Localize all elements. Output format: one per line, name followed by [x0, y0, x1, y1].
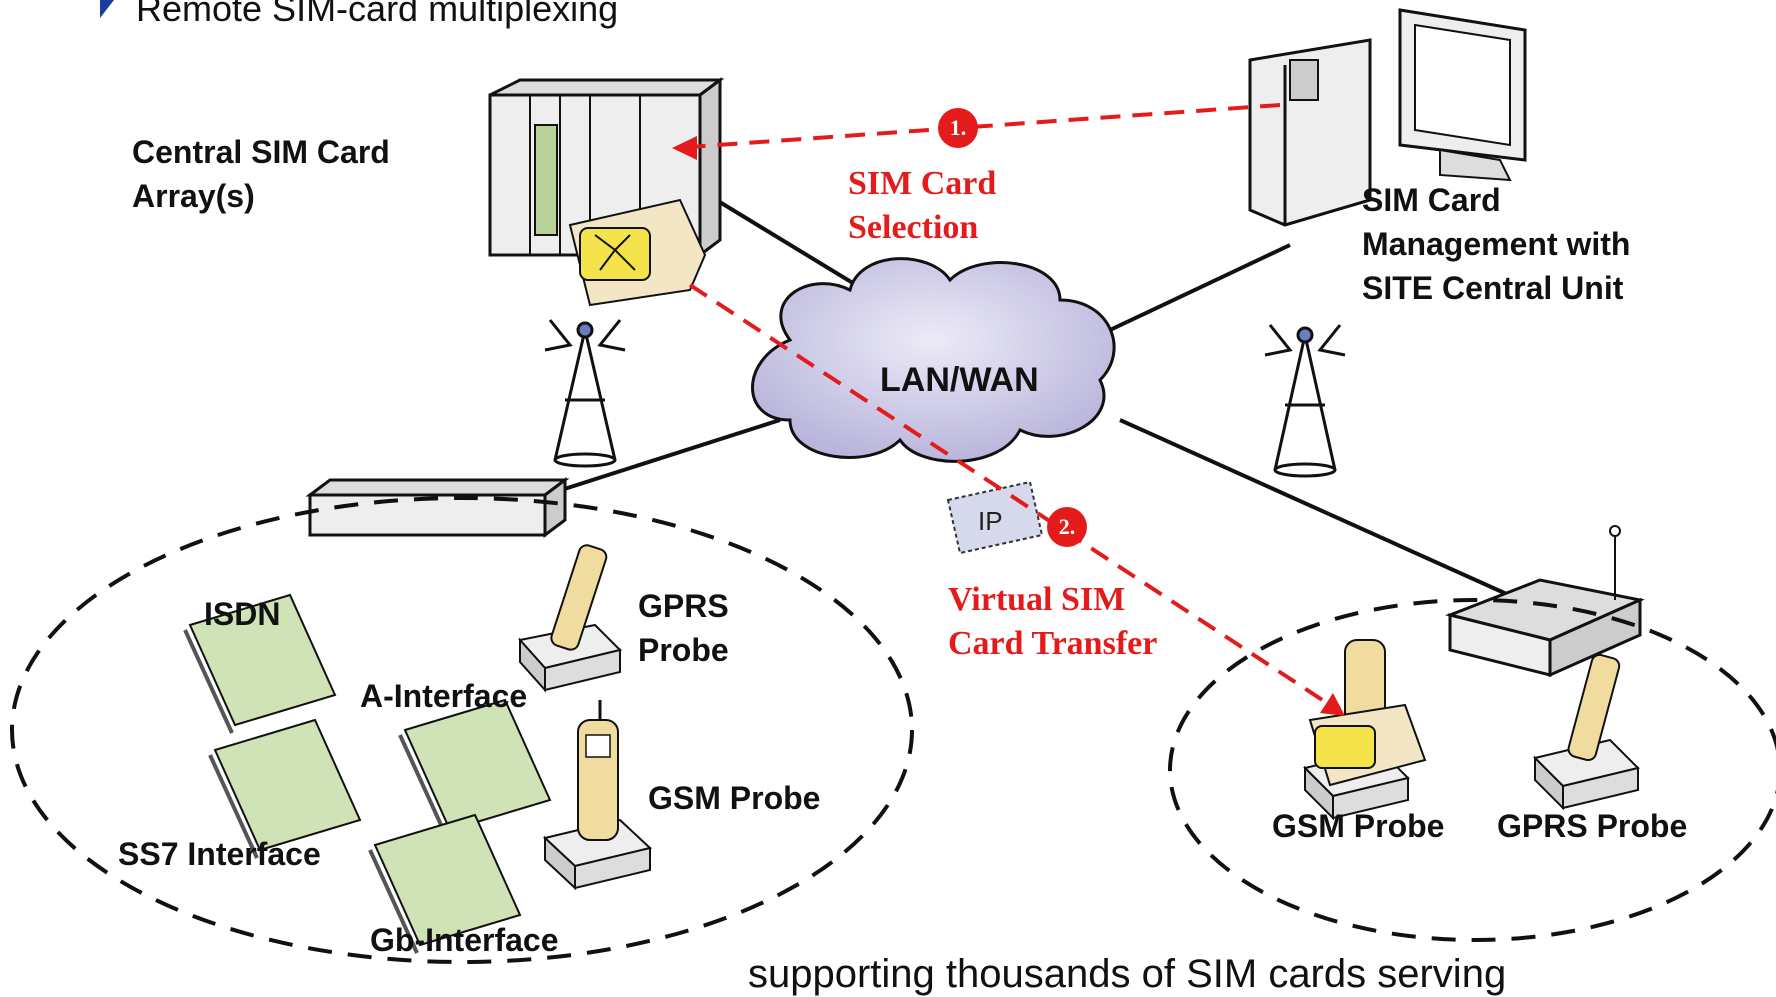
right-probe-unit-icon	[1445, 525, 1645, 678]
step-2-marker: 2.	[1047, 507, 1087, 547]
a-interface-label: A-Interface	[360, 678, 528, 714]
lan-wan-label: LAN/WAN	[880, 361, 1039, 399]
gb-interface-card-icon	[368, 813, 522, 954]
gb-interface-label: Gb-Interface	[370, 922, 559, 958]
gsm-probe-left-icon	[542, 700, 653, 891]
gsm-probe-right-icon	[1303, 639, 1427, 821]
a-interface-card-icon	[398, 698, 552, 839]
antenna-tower-right-icon	[1264, 324, 1346, 478]
isdn-card-icon	[183, 593, 337, 734]
bullet-arrow-icon	[100, 0, 114, 18]
isdn-label: ISDN	[204, 596, 281, 632]
gsm-probe-right-label: GSM Probe	[1272, 808, 1445, 844]
footer-text: supporting thousands of SIM cards servin…	[748, 952, 1507, 996]
arrow-head-step2-icon	[1320, 693, 1345, 716]
arrow-head-step1-icon	[672, 136, 697, 160]
management-computer-icon	[1248, 8, 1527, 227]
gprs-probe-left-icon	[518, 544, 622, 693]
step-1-marker: 1.	[938, 108, 978, 148]
right-probe-group-outline	[1168, 598, 1776, 942]
lan-wan-cloud-icon	[751, 257, 1116, 463]
gprs-probe-right-icon	[1533, 653, 1640, 811]
gsm-probe-left-label: GSM Probe	[648, 780, 821, 816]
ip-label: IP	[978, 506, 1003, 536]
ip-packet-icon: IP	[946, 480, 1044, 555]
left-probe-unit-icon	[305, 477, 570, 538]
sim-flow-arrows	[688, 103, 1332, 707]
bullet-text: Remote SIM-card multiplexing	[136, 0, 619, 29]
sim-card-icon	[568, 198, 707, 307]
left-probe-group-outline	[10, 496, 914, 964]
antenna-tower-left-icon	[544, 319, 626, 468]
ss7-card-icon	[208, 718, 362, 859]
gprs-probe-right-label: GPRS Probe	[1497, 808, 1688, 844]
ss7-interface-label: SS7 Interface	[118, 836, 321, 872]
